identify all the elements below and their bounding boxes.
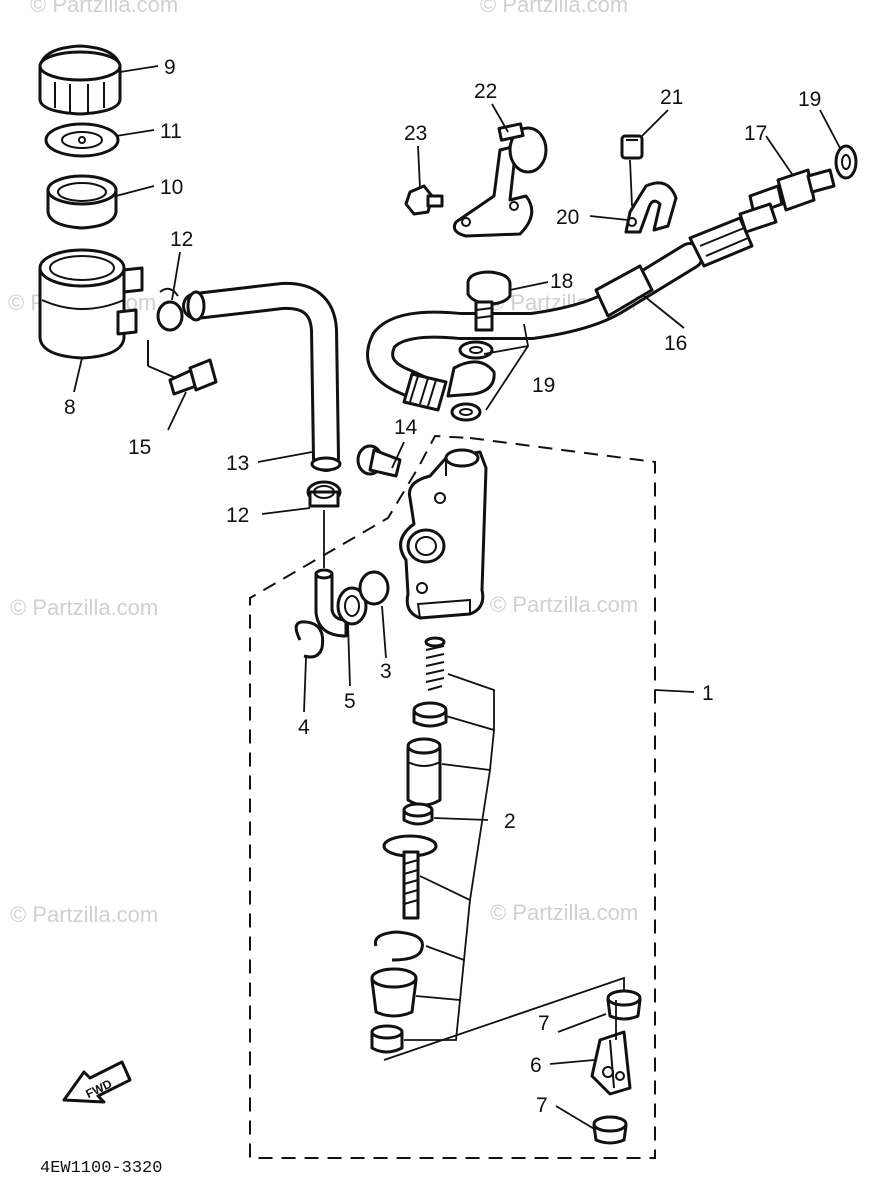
callout-19-lower: 19 (532, 374, 555, 397)
reservoir-cap-part-9 (38, 44, 122, 116)
union-bolt-part-18 (466, 270, 512, 332)
callout-5: 5 (344, 690, 356, 713)
part-2-leader-bracket (404, 673, 495, 1041)
spring-part-2 (424, 636, 446, 691)
callout-4: 4 (298, 716, 310, 739)
callout-19-upper: 19 (798, 88, 821, 111)
screw-part-14 (356, 444, 402, 478)
callout-3: 3 (380, 660, 392, 683)
screw-part-21 (620, 134, 644, 160)
master-cylinder-body (399, 448, 488, 620)
nut-leader-line (383, 976, 625, 1061)
nut-part-7-lower (592, 1115, 628, 1145)
watermark: © Partzilla.com (490, 900, 638, 925)
nut-part-7-upper (606, 989, 642, 1021)
washer-part-19-right (834, 144, 858, 180)
watermark: © Partzilla.com (490, 592, 638, 617)
callout-8: 8 (64, 396, 76, 419)
callout-16: 16 (664, 332, 687, 355)
clamp-part-20 (624, 181, 678, 234)
callout-9: 9 (164, 56, 176, 79)
nut-part-2 (370, 1024, 404, 1054)
callout-numbers: 9 11 10 12 8 15 13 12 14 3 4 5 1 2 7 6 7… (64, 56, 821, 1117)
watermark: © Partzilla.com (10, 902, 158, 927)
bolt-part-15 (147, 340, 218, 396)
diaphragm-part-11 (44, 122, 120, 158)
callout-23: 23 (404, 122, 427, 145)
callout-2: 2 (504, 810, 516, 833)
callout-18: 18 (550, 270, 573, 293)
watermark: © Partzilla.com (480, 0, 628, 17)
clevis-part-6 (590, 1030, 632, 1096)
seal-part-2 (402, 802, 434, 826)
callout-7-upper: 7 (538, 1012, 550, 1035)
hose-clamp-part-12-upper (156, 287, 184, 332)
callout-17: 17 (744, 122, 767, 145)
callout-12-lower: 12 (226, 504, 249, 527)
watermark: © Partzilla.com (10, 595, 158, 620)
callout-13: 13 (226, 452, 249, 475)
washer-part-19-lower (450, 402, 482, 422)
callout-20: 20 (556, 206, 579, 229)
callout-10: 10 (160, 176, 183, 199)
callout-22: 22 (474, 80, 497, 103)
hose-clamp-part-12-lower (306, 480, 342, 508)
callout-7-lower: 7 (536, 1094, 548, 1117)
reservoir-hose-part-13 (182, 281, 342, 472)
brake-hose-part-16 (366, 202, 778, 412)
plate-part-10 (46, 174, 118, 230)
cup-part-2 (412, 701, 448, 728)
callout-1: 1 (702, 682, 714, 705)
watermark: © Partzilla.com (30, 0, 178, 17)
washer-part-19-upper (458, 340, 494, 360)
o-ring-part-3 (358, 570, 390, 606)
piston-part-2 (406, 737, 442, 807)
callout-6: 6 (530, 1054, 542, 1077)
assembly-boundary (249, 434, 656, 1159)
circlip-part-4 (294, 620, 325, 659)
hose-joint-part-5 (314, 568, 368, 638)
bracket-part-22 (452, 122, 548, 238)
forward-arrow-icon: FWD (62, 1060, 132, 1104)
callout-21: 21 (660, 86, 683, 109)
leader-lines (73, 65, 841, 1131)
circlip-inner-part-2 (373, 930, 424, 962)
callout-12-upper: 12 (170, 228, 193, 251)
diagram-code: 4EW1100-3320 (40, 1159, 162, 1178)
reservoir-tank-part-8 (38, 248, 144, 360)
callout-14: 14 (394, 416, 418, 439)
bolt-part-23 (404, 184, 444, 216)
callout-15: 15 (128, 436, 151, 459)
callout-11: 11 (160, 120, 182, 143)
push-rod-part-2 (382, 834, 438, 920)
joint-part-17 (748, 168, 836, 216)
boot-part-2 (370, 967, 418, 1018)
